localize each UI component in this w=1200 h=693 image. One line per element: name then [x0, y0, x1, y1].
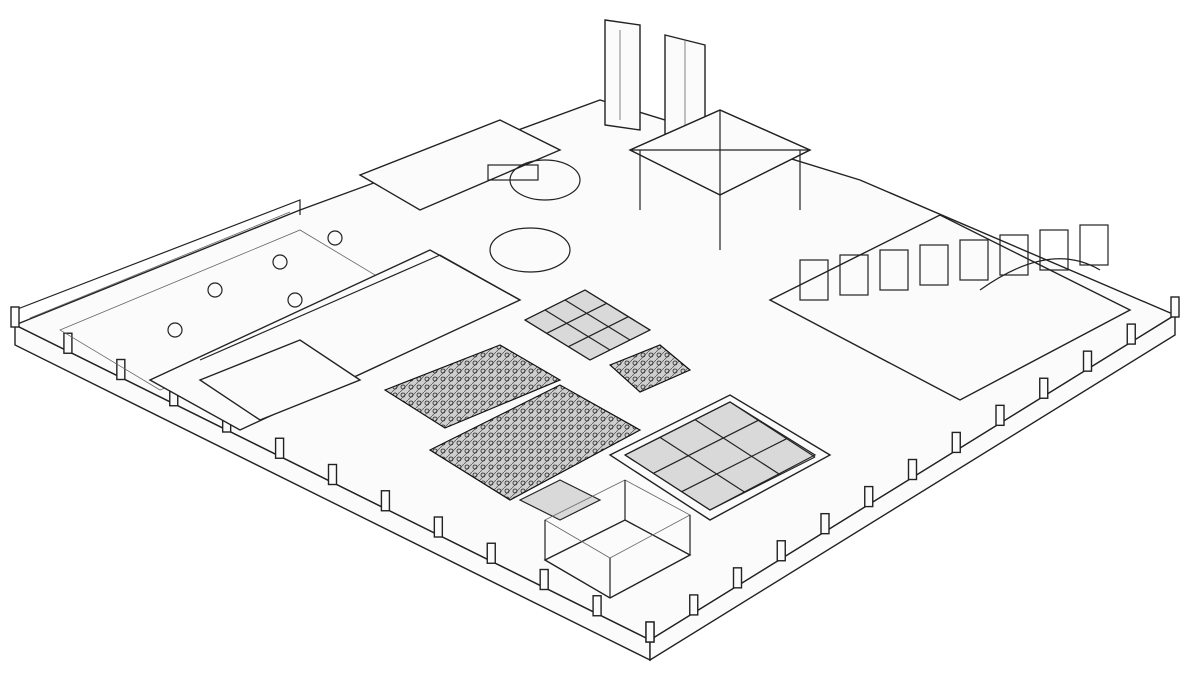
wall-post [116, 358, 126, 381]
ninja-frame [919, 244, 949, 286]
wall-post [864, 485, 874, 508]
ninja-frame [1079, 224, 1109, 266]
ninja-frame [799, 259, 829, 301]
trampoline-line [659, 436, 746, 493]
wall-post [1082, 350, 1093, 372]
wall-post [907, 458, 918, 481]
trampoline-line [589, 329, 651, 361]
trampoline-line [653, 419, 759, 474]
trampoline-line [729, 401, 816, 458]
wall-post [732, 567, 743, 589]
trampoline-line [568, 316, 629, 348]
wall-post [380, 490, 391, 512]
trampoline-grid-back [523, 289, 652, 361]
wall-post [820, 512, 830, 535]
ninja-frame [839, 254, 869, 296]
trampoline-line [564, 299, 631, 341]
trampoline-line [624, 401, 731, 456]
trampoline-line [524, 289, 586, 321]
entrance-area [358, 119, 581, 273]
trampoline-line [624, 454, 711, 511]
wall-post [539, 568, 549, 591]
wall-post [689, 594, 699, 616]
trampoline-line [544, 309, 611, 351]
truss-structure [628, 109, 812, 250]
partition-walls [148, 249, 522, 431]
wall-post [486, 542, 496, 564]
ninja-course [768, 214, 1132, 401]
wall-post [1126, 323, 1136, 345]
dodgeball-court [518, 479, 602, 521]
ninja-frame [999, 234, 1029, 276]
wall-post [592, 595, 602, 617]
trampoline-line [584, 289, 651, 331]
ninja-frame [879, 249, 909, 291]
trampoline-grid-front [608, 394, 832, 521]
wall-post [1039, 377, 1049, 399]
trampoline-line [524, 319, 591, 361]
trampoline-line [681, 438, 787, 493]
wall-post [274, 437, 285, 459]
wall-post [951, 431, 961, 454]
foam-pit-left [383, 344, 562, 429]
tower-frame-front [543, 479, 692, 599]
wall-post [645, 621, 655, 643]
wall-post [63, 332, 73, 354]
wall-post [10, 306, 20, 328]
wall-post [327, 463, 338, 486]
ninja-frame [1039, 229, 1069, 271]
wall-post [995, 404, 1005, 427]
wall-post [776, 540, 786, 562]
wall-post [1170, 296, 1180, 318]
foam-pit-small [608, 344, 692, 393]
wall-post [433, 516, 444, 538]
trampoline-line [694, 419, 781, 476]
ninja-frame [959, 239, 989, 281]
trampoline-line [546, 302, 607, 334]
foam-pit-center [428, 384, 642, 501]
trampoline-line [709, 456, 816, 511]
